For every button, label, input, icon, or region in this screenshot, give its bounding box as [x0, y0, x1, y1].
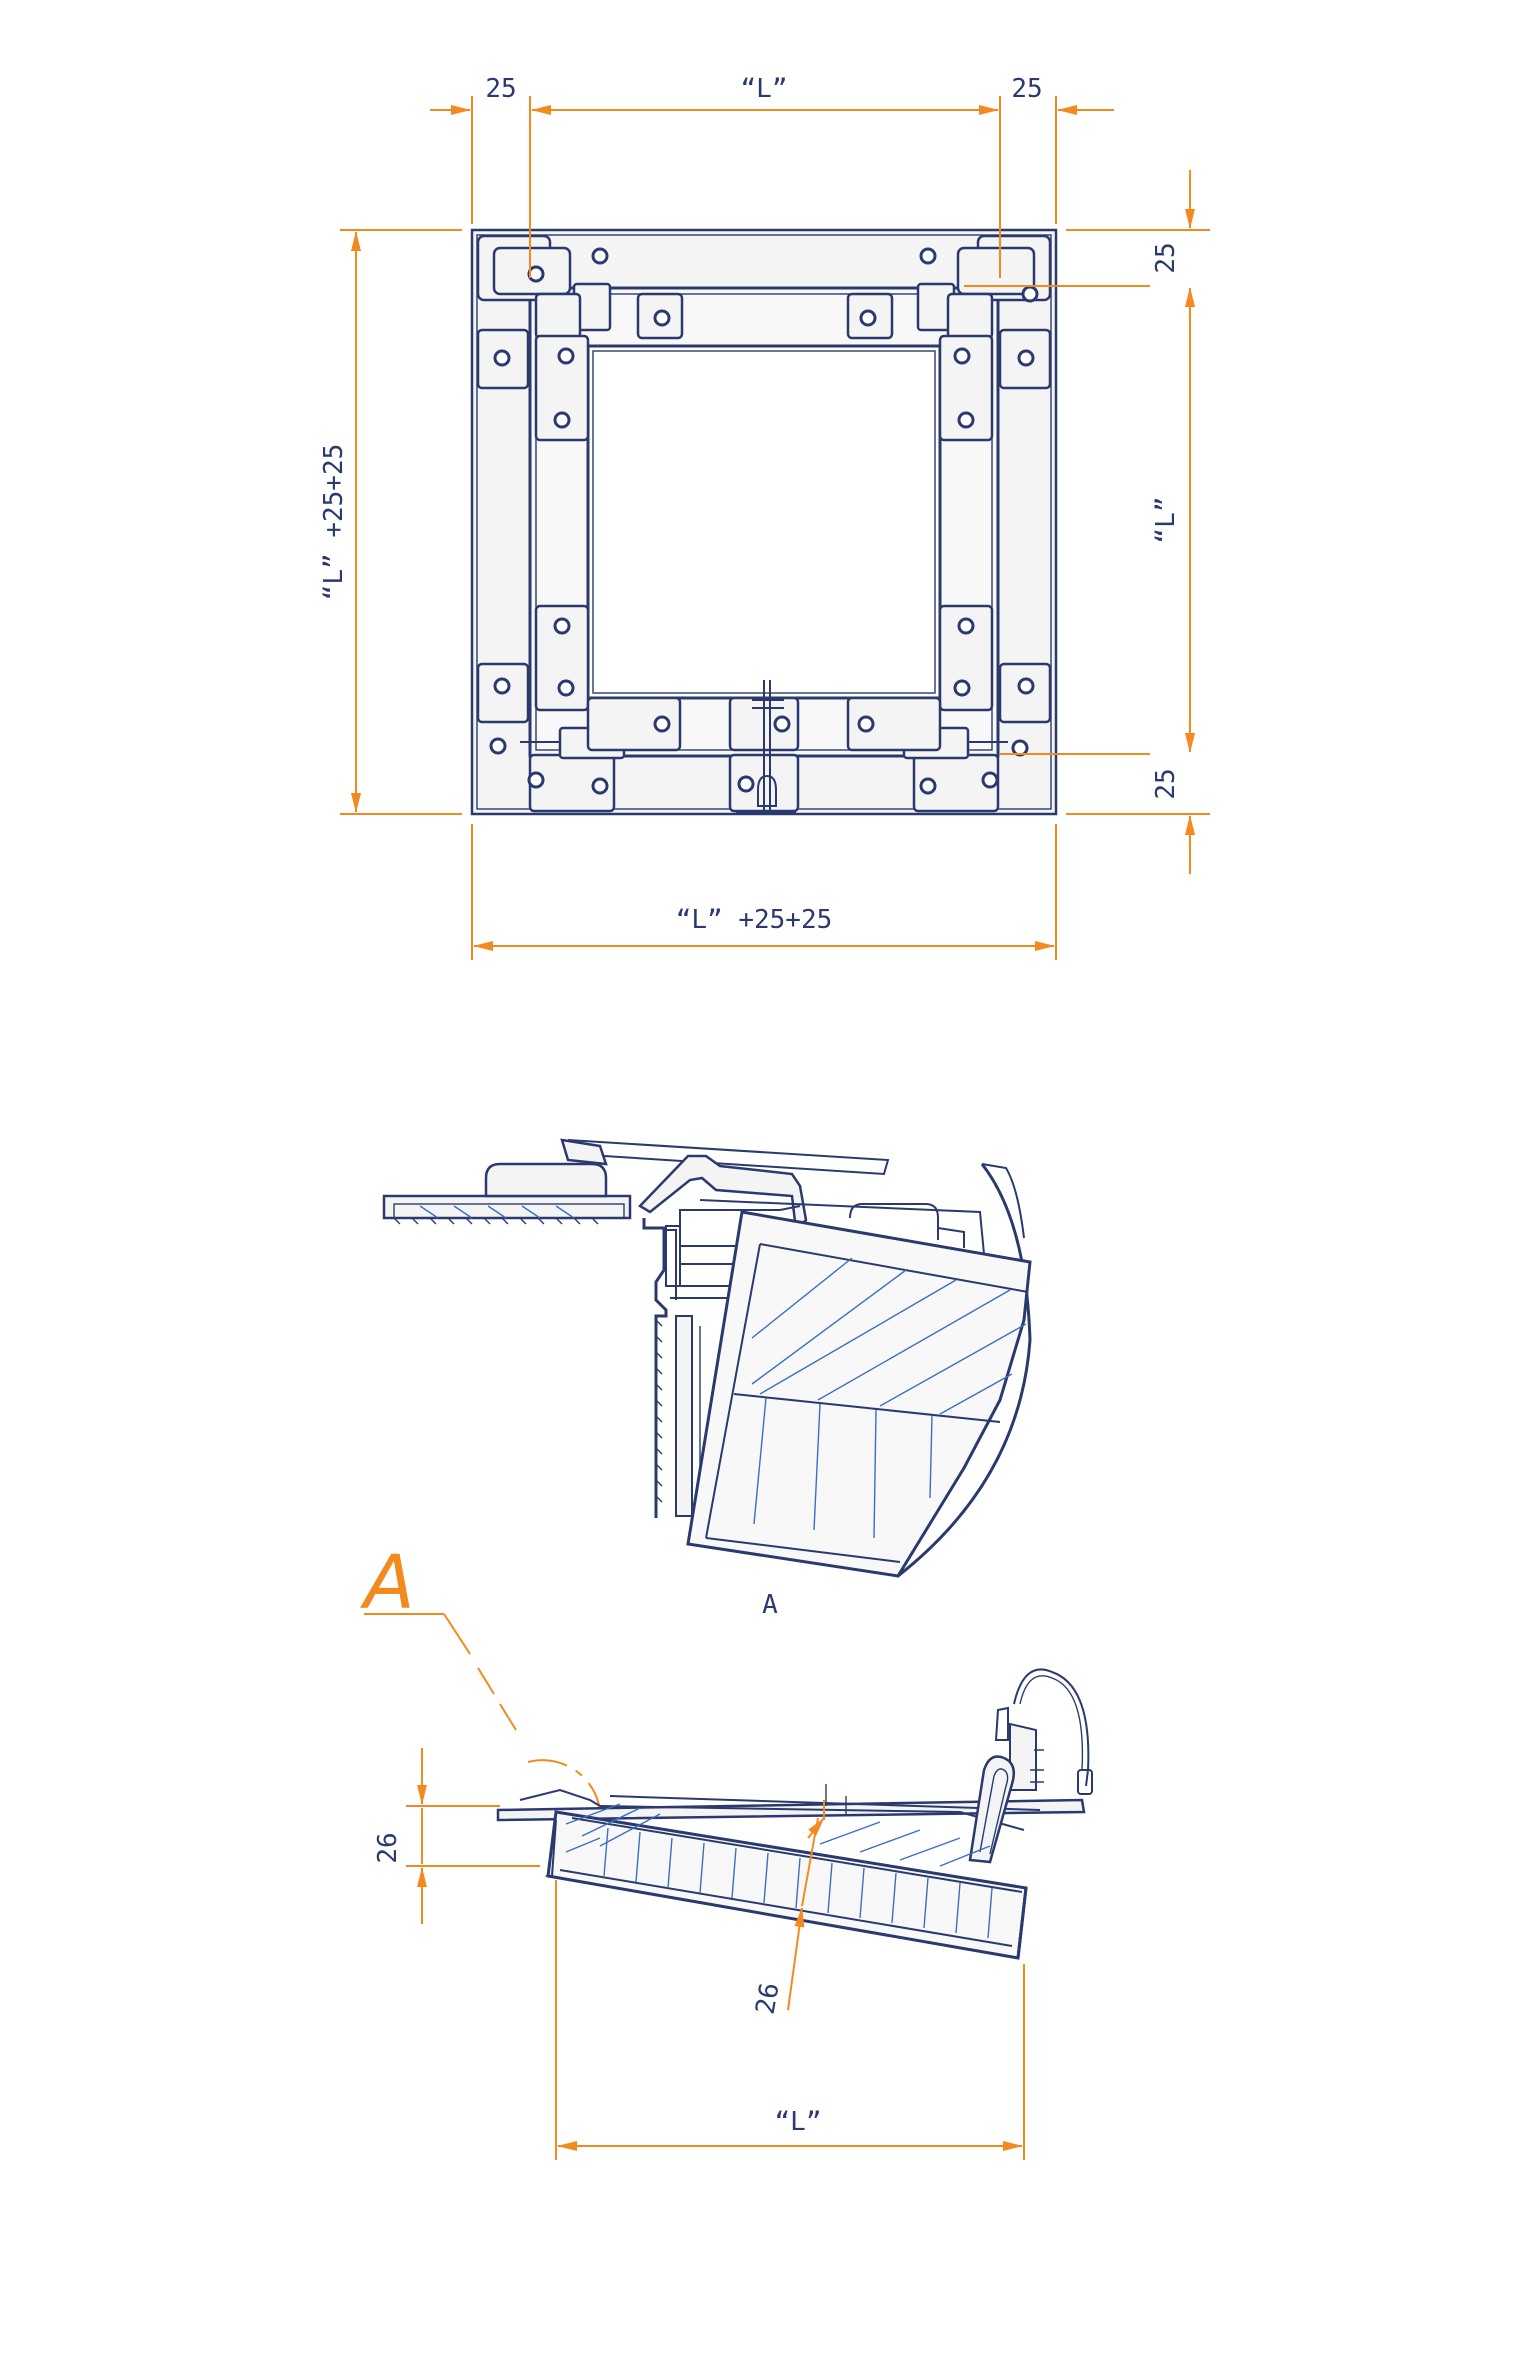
side-view: A	[360, 1540, 1093, 2160]
door-corner-plates	[534, 292, 994, 752]
top-view: 25 “L” 25 25 “L” 25 “L” +25+25 “L” +25+2…	[319, 74, 1210, 960]
dim-left-height-label: “L” +25+25	[319, 444, 349, 601]
side-view-dimensions	[406, 1748, 1025, 2160]
detail-marker-A: A	[360, 1540, 415, 1626]
section-detail-a: A	[382, 1138, 1032, 1620]
dim-right-L-label: “L”	[1151, 497, 1181, 544]
dim-right-top-label: 25	[1151, 242, 1181, 273]
dim-right-margin-label: 25	[1011, 74, 1042, 104]
hinge-blocks	[492, 246, 1036, 760]
top-view-dimensions	[340, 96, 1210, 960]
section-detail-label: A	[762, 1590, 778, 1620]
dim-panel-thickness-label: 26	[751, 1981, 786, 2017]
dim-bottom-width-label: “L” +25+25	[676, 905, 833, 935]
dim-bottom-L-label: “L”	[775, 2107, 822, 2137]
dim-right-bottom-label: 25	[1151, 768, 1181, 799]
latch	[736, 680, 796, 813]
inner-opening	[586, 344, 942, 700]
dim-left-margin-label: 25	[485, 74, 516, 104]
bolt-holes	[489, 247, 1039, 795]
dim-left-thickness-label: 26	[373, 1832, 403, 1863]
dim-top-L-label: “L”	[741, 74, 788, 104]
